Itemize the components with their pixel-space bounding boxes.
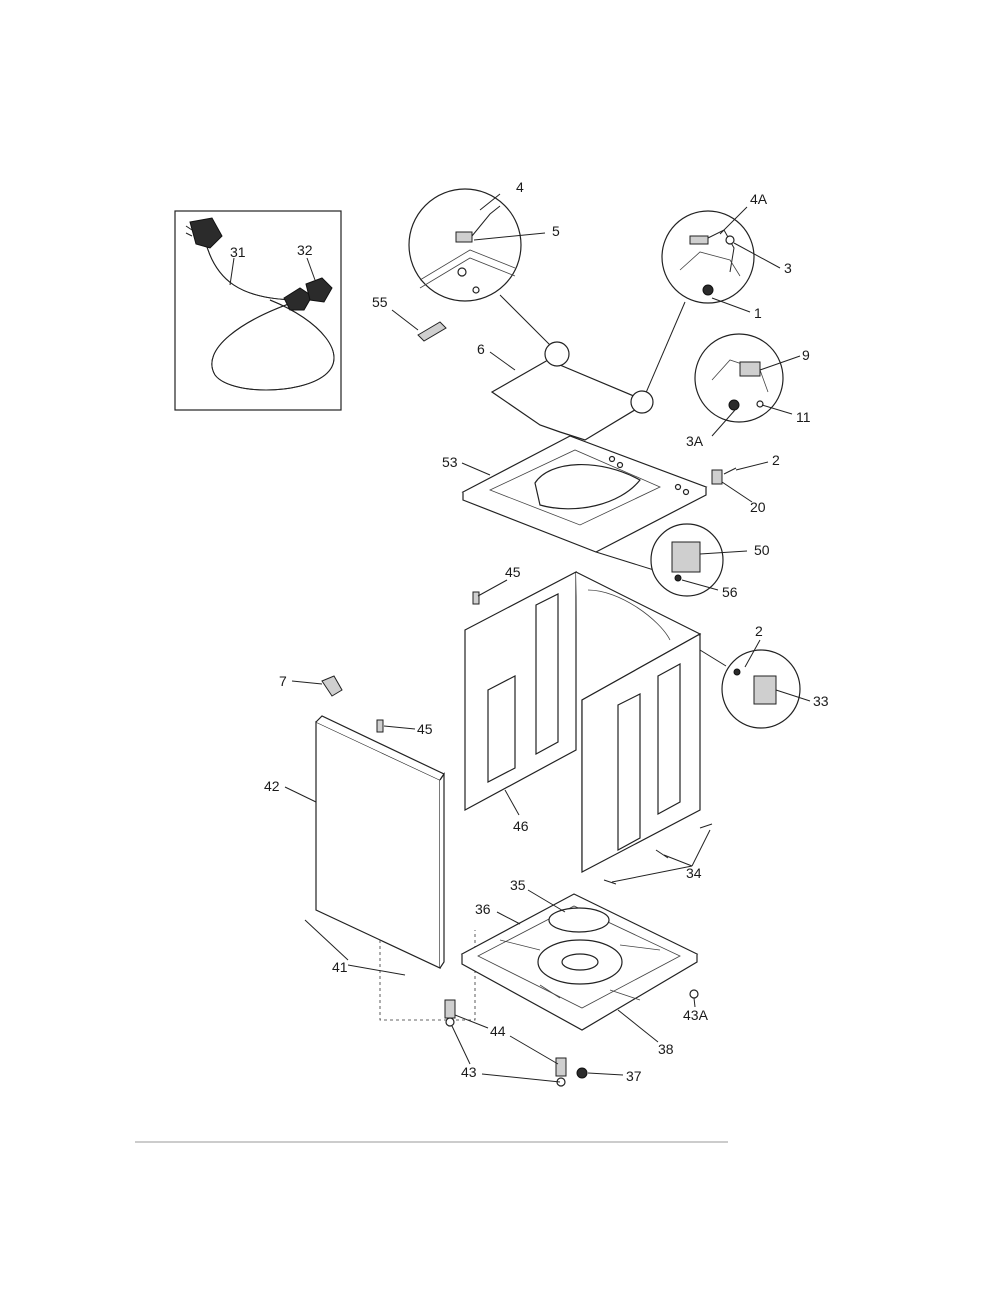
detail-circle-4-5: [408, 188, 551, 346]
plug-icon: [189, 217, 223, 249]
label-46: 46: [513, 818, 529, 834]
label-4A: 4A: [750, 191, 768, 207]
part-7-bracket: [321, 675, 343, 697]
part-42-front-panel: [315, 715, 476, 1021]
label-35: 35: [510, 877, 526, 893]
part-45-spacers: [376, 591, 480, 733]
label-44: 44: [490, 1023, 506, 1039]
label-31: 31: [230, 244, 246, 260]
label-7: 7: [279, 673, 287, 689]
label-3: 3: [784, 260, 792, 276]
part-34-screws: [603, 823, 713, 885]
label-43A: 43A: [683, 1007, 709, 1023]
label-34: 34: [686, 865, 702, 881]
label-43: 43: [461, 1064, 477, 1080]
leader-lines: [229, 193, 811, 1083]
label-2-side: 2: [755, 623, 763, 639]
label-55: 55: [372, 294, 388, 310]
label-42: 42: [264, 778, 280, 794]
part-35-seal: [548, 907, 610, 933]
label-11: 11: [796, 409, 811, 425]
part-20-hinge: [711, 467, 737, 485]
detail-circle-2-33: [699, 649, 801, 729]
detail-circle-4A-3-1: [644, 210, 755, 396]
strain-relief-icon: [305, 277, 333, 303]
label-3A: 3A: [686, 433, 704, 449]
label-53: 53: [442, 454, 458, 470]
label-38: 38: [658, 1041, 674, 1057]
label-1: 1: [754, 305, 762, 321]
label-5: 5: [552, 223, 560, 239]
part-38-base: [460, 893, 699, 1031]
connector-icon: [283, 287, 313, 311]
label-56: 56: [722, 584, 738, 600]
label-9: 9: [802, 347, 810, 363]
label-6: 6: [477, 341, 485, 357]
label-20: 20: [750, 499, 766, 515]
label-50: 50: [754, 542, 770, 558]
label-45-bottom: 45: [417, 721, 433, 737]
label-45-top: 45: [505, 564, 521, 580]
label-2-top: 2: [772, 452, 780, 468]
label-37: 37: [626, 1068, 642, 1084]
label-4: 4: [516, 179, 524, 195]
power-cord-inset: [174, 210, 342, 411]
part-46-rear-cabinet: [464, 571, 702, 873]
part-55-clip: [417, 321, 447, 342]
label-41: 41: [332, 959, 348, 975]
part-number-labels: 4 5 4A 3 1 9 11 3A 55 6 53 2 20 50 56 45…: [230, 179, 829, 1084]
label-32: 32: [297, 242, 313, 258]
part-43-44-37-legs: [444, 999, 588, 1087]
label-33: 33: [813, 693, 829, 709]
detail-circle-9-11-3A: [694, 333, 784, 423]
label-36: 36: [475, 901, 491, 917]
part-53-top-cover: [461, 435, 708, 576]
part-6-lid: [490, 341, 654, 441]
detail-circle-50-56: [650, 523, 724, 597]
